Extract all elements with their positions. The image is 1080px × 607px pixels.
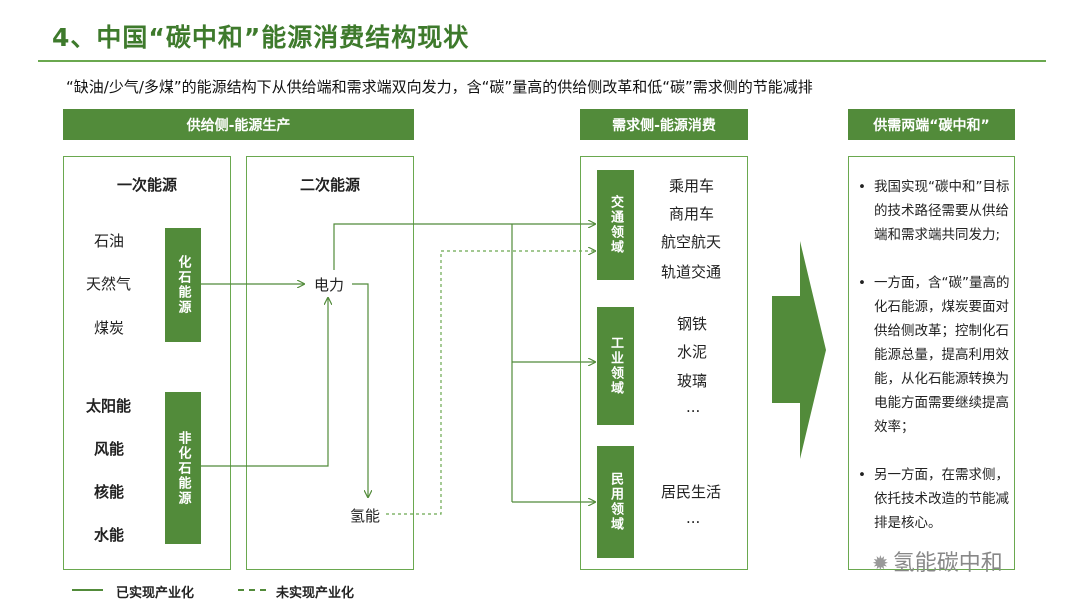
electricity-to-demand-line — [333, 223, 512, 270]
industry-item: ... — [686, 398, 701, 416]
fossil-item: 天然气 — [86, 275, 132, 293]
transport-sector-label: 交通领域 — [597, 170, 634, 280]
header-supply: 供给侧-能源生产 — [63, 109, 414, 140]
nonfossil-item: 风能 — [94, 440, 125, 458]
title-divider — [38, 60, 1046, 62]
industry-item: 钢铁 — [677, 315, 708, 333]
transport-item: 轨道交通 — [661, 263, 722, 281]
watermark-text: 氢能碳中和 — [892, 551, 1003, 576]
civil-item: ... — [686, 509, 701, 527]
hydrogen-to-transport-dashed-line — [386, 251, 595, 515]
bullet-item: 另一方面，在需求侧，依托技术改造的节能减排是核心。 — [858, 463, 1014, 535]
transport-item: 商用车 — [669, 205, 715, 223]
fossil-item: 煤炭 — [94, 319, 125, 337]
legend-dashed-label: 未实现产业化 — [276, 586, 355, 601]
legend-solid-label: 已实现产业化 — [116, 586, 195, 601]
primary-energy-box — [63, 156, 231, 570]
watermark: ✹氢能碳中和 — [872, 545, 1003, 577]
transport-item: 乘用车 — [669, 177, 715, 195]
transport-item: 航空航天 — [661, 233, 722, 251]
secondary-energy-box — [246, 156, 414, 570]
nonfossil-to-electricity-line — [201, 298, 328, 467]
bullet-item: 一方面，含“碳”量高的化石能源，煤炭要面对供给侧改革；控制化石能源总量，提高利用… — [858, 271, 1014, 439]
nonfossil-item: 水能 — [94, 526, 125, 544]
civil-item: 居民生活 — [661, 483, 722, 501]
header-both: 供需两端“碳中和” — [848, 109, 1015, 140]
nonfossil-item: 核能 — [94, 483, 125, 501]
primary-energy-heading: 一次能源 — [116, 176, 177, 194]
industry-item: 水泥 — [677, 343, 708, 361]
header-demand: 需求侧-能源消费 — [580, 109, 748, 140]
hydrogen-node: 氢能 — [350, 507, 381, 525]
electricity-to-hydrogen-line — [352, 283, 368, 497]
industry-item: 玻璃 — [677, 372, 708, 390]
civil-sector-label: 民用领域 — [597, 446, 634, 558]
fossil-energy-label: 化石能源 — [165, 228, 201, 342]
bullet-item: 我国实现“碳中和”目标的技术路径需要从供给端和需求端共同发力; — [858, 175, 1014, 247]
big-right-arrow — [772, 241, 826, 459]
nonfossil-item: 太阳能 — [86, 397, 132, 415]
electricity-node: 电力 — [314, 276, 345, 294]
nonfossil-energy-label: 非化石能源 — [165, 392, 201, 544]
industry-sector-label: 工业领域 — [597, 307, 634, 425]
wechat-icon: ✹ — [872, 551, 889, 575]
page-title: 4、中国“碳中和”能源消费结构现状 — [52, 23, 470, 52]
page-subtitle: “缺油/少气/多煤”的能源结构下从供给端和需求端双向发力，含“碳”量高的供给侧改… — [66, 78, 813, 96]
conclusion-bullets: 我国实现“碳中和”目标的技术路径需要从供给端和需求端共同发力; 一方面，含“碳”… — [858, 175, 1014, 559]
fossil-item: 石油 — [94, 232, 125, 250]
secondary-energy-heading: 二次能源 — [299, 176, 360, 194]
